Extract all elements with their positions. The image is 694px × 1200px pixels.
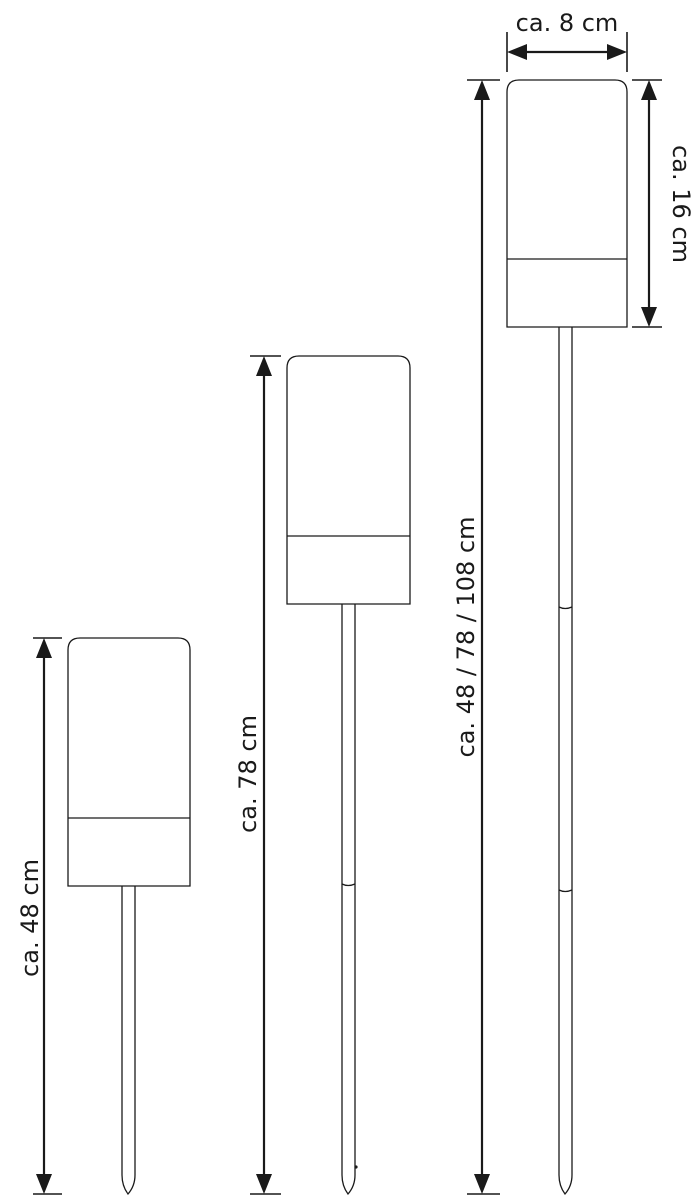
medium-lamp-head [286, 355, 411, 605]
small-lamp-head [67, 637, 191, 887]
large-lamp-stake-joint-1 [558, 606, 573, 610]
arrow-up-icon [641, 80, 657, 100]
head-height-dimension: ca. 16 cm [632, 79, 694, 328]
large-lamp-head [506, 79, 628, 328]
head-height-label: ca. 16 cm [667, 145, 694, 263]
large-height-label: ca. 48 / 78 / 108 cm [452, 517, 480, 758]
arrow-right-icon [607, 44, 627, 60]
large-height-dimension: ca. 48 / 78 / 108 cm [452, 79, 500, 1195]
small-height-label: ca. 48 cm [16, 859, 44, 977]
arrow-down-icon [36, 1174, 52, 1194]
arrow-up-icon [36, 638, 52, 658]
large-lamp-stake [558, 327, 573, 1196]
arrow-down-icon [641, 307, 657, 327]
width-label: ca. 8 cm [516, 9, 619, 37]
arrow-left-icon [507, 44, 527, 60]
medium-height-label: ca. 78 cm [234, 715, 262, 833]
arrow-down-icon [474, 1174, 490, 1194]
small-lamp [67, 637, 191, 1196]
medium-lamp [286, 355, 411, 1196]
arrow-down-icon [256, 1174, 272, 1194]
small-lamp-stake [121, 886, 136, 1196]
arrow-up-icon [256, 356, 272, 376]
large-lamp-stake-joint-2 [558, 889, 573, 893]
medium-height-dimension: ca. 78 cm [234, 355, 281, 1195]
width-dimension: ca. 8 cm [506, 9, 628, 72]
arrow-up-icon [474, 80, 490, 100]
medium-lamp-stake-joint [341, 883, 356, 887]
small-height-dimension: ca. 48 cm [16, 637, 62, 1195]
large-lamp [506, 79, 628, 1196]
medium-lamp-stake-dot [354, 1165, 358, 1169]
medium-lamp-stake [341, 604, 356, 1196]
